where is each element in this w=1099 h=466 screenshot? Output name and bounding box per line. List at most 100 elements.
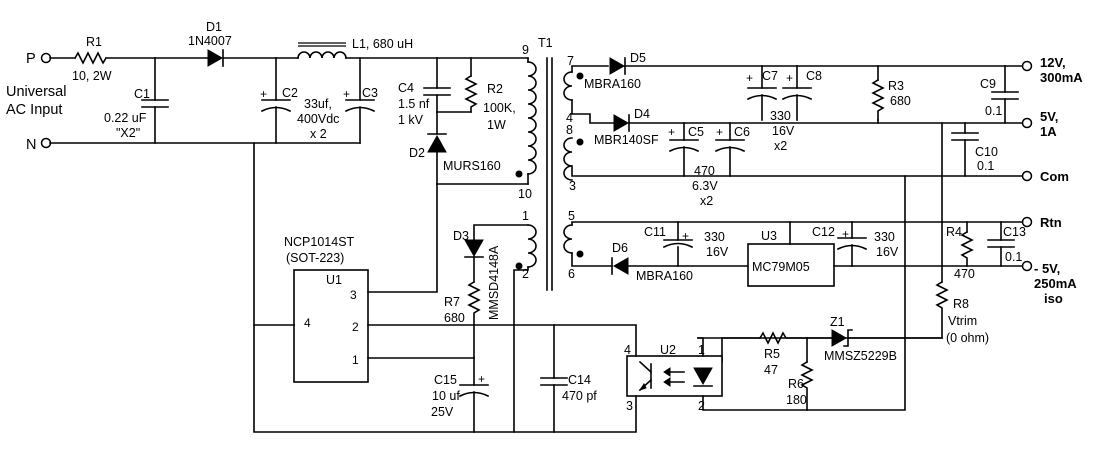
z1-part: MMSZ5229B: [824, 349, 897, 363]
r6-ref: R6: [788, 377, 804, 391]
u1-pin-4: 4: [304, 316, 311, 330]
terminal-12v: [1021, 60, 1033, 72]
terminal-rtn: [1021, 216, 1033, 228]
z1-ref: Z1: [830, 315, 845, 329]
t1-pin-5: 5: [568, 209, 575, 223]
c15-ref: C15: [434, 373, 457, 387]
c14-value: 470 pf: [562, 389, 597, 403]
r2-line2: 1W: [487, 118, 506, 132]
d5-ref: D5: [630, 51, 646, 65]
transformer-t1: T1 9 10 1 2 7 4 8 3 5 6: [515, 36, 584, 291]
terminal-neg5v: [1021, 260, 1033, 272]
d4-diode: [613, 114, 630, 132]
u1-pin-2: 2: [352, 320, 359, 334]
c3-plus: +: [343, 87, 350, 101]
com-rail: Com: [571, 165, 1069, 184]
u1-package: (SOT-223): [286, 251, 344, 265]
u1-pin-3: 3: [350, 288, 357, 302]
terminal-5v: [1021, 117, 1033, 129]
c4-ref: C4: [398, 81, 414, 95]
r4-resistor: [960, 230, 974, 267]
t1-pin-6: 6: [568, 267, 575, 281]
c2-ref: C2: [282, 86, 298, 100]
u2-pin-3: 3: [626, 399, 633, 413]
t1-pin-3: 3: [569, 179, 576, 193]
d5-diode: [609, 57, 626, 75]
r6-value: 180: [786, 393, 807, 407]
out-5v-l1: 5V,: [1040, 109, 1058, 124]
c11-ref: C11: [644, 225, 666, 239]
t1-pin-9: 9: [522, 43, 529, 57]
u1-ref: U1: [326, 273, 342, 287]
d4-part: MBR140SF: [594, 133, 659, 147]
out-12v-l1: 12V,: [1040, 55, 1066, 70]
c4-line1: 1.5 nf: [398, 97, 430, 111]
r5-value: 47: [764, 363, 778, 377]
r7-value: 680: [444, 311, 465, 325]
c11-plus: +: [682, 229, 689, 243]
input-section: P N Universal AC Input R1 10, 2W D1 1N40…: [6, 20, 529, 153]
d6-part: MBRA160: [636, 269, 693, 283]
u1-part: NCP1014ST: [284, 235, 355, 249]
output-neg5v: Rtn D6 MBRA160 + C11 330 16V U3 MC79M05 …: [571, 122, 1077, 363]
output-5v: D4 MBR140SF 5V, 1A + C5 + C6 470 6.3V x2…: [571, 99, 1058, 208]
c12-ref: C12: [812, 225, 835, 239]
t1-pin-8: 8: [566, 123, 573, 137]
input-label-line2: AC Input: [6, 102, 62, 118]
d2-ref: D2: [409, 146, 425, 160]
d3-part: MMSD4148A: [487, 245, 501, 320]
c10-value: 0.1: [977, 159, 994, 173]
z1-zener: [831, 329, 848, 347]
r4-value: 470: [954, 267, 975, 281]
r3-ref: R3: [888, 79, 904, 93]
t1-pin-4: 4: [566, 111, 573, 125]
c6-ref: C6: [734, 125, 750, 139]
r2-line1: 100K,: [483, 101, 516, 115]
c5c6-line2: 6.3V: [692, 179, 718, 193]
r1-value: 10, 2W: [72, 69, 112, 83]
c3-ref: C3: [362, 86, 378, 100]
r2-ref: R2: [487, 82, 503, 96]
out-com: Com: [1040, 169, 1069, 184]
out-neg5v-l3: iso: [1044, 291, 1063, 306]
c5-ref: C5: [688, 125, 704, 139]
t1-primary-winding: [527, 61, 537, 175]
d1-ref: D1: [206, 20, 222, 34]
feedback-section: R5 47 Z1 MMSZ5229B R6 180 U2 4 3 1 2: [624, 119, 943, 413]
d4-ref: D4: [634, 107, 650, 121]
t1-pin-7: 7: [567, 54, 574, 68]
c15-plus: +: [478, 372, 485, 386]
c15-line1: 10 uf: [432, 389, 460, 403]
c7c8-line3: x2: [774, 139, 787, 153]
u2-pin-1: 1: [698, 343, 705, 357]
c2-plus: +: [260, 87, 267, 101]
u2-ref: U2: [660, 343, 676, 357]
u3-part: MC79M05: [752, 260, 810, 274]
d6-ref: D6: [612, 241, 628, 255]
d2-diode: [427, 134, 447, 153]
out-rtn: Rtn: [1040, 215, 1062, 230]
r8-line1: Vtrim: [948, 314, 977, 328]
l1-label: L1, 680 uH: [352, 37, 413, 51]
r6-resistor: [800, 360, 814, 411]
d6-diode: [612, 257, 629, 275]
d1-diode: [207, 49, 224, 67]
terminal-p: [40, 52, 52, 64]
d3-ref: D3: [453, 229, 469, 243]
r3-value: 680: [890, 94, 911, 108]
r7-resistor: [467, 280, 481, 359]
c7c8-line1: 330: [770, 109, 791, 123]
r7-ref: R7: [444, 295, 460, 309]
u2-pin-2: 2: [698, 399, 705, 413]
c2c3-line2: 400Vdc: [297, 112, 339, 126]
u1-pin-1: 1: [352, 353, 359, 367]
c12-line1: 330: [874, 230, 895, 244]
c1-ref: C1: [134, 87, 150, 101]
c6-plus: +: [716, 125, 723, 139]
c8-ref: C8: [806, 69, 822, 83]
t1-pin-10: 10: [518, 187, 532, 201]
r3-resistor: [871, 78, 885, 121]
c1-value: 0.22 uF: [104, 111, 147, 125]
c9-ref: C9: [980, 77, 996, 91]
